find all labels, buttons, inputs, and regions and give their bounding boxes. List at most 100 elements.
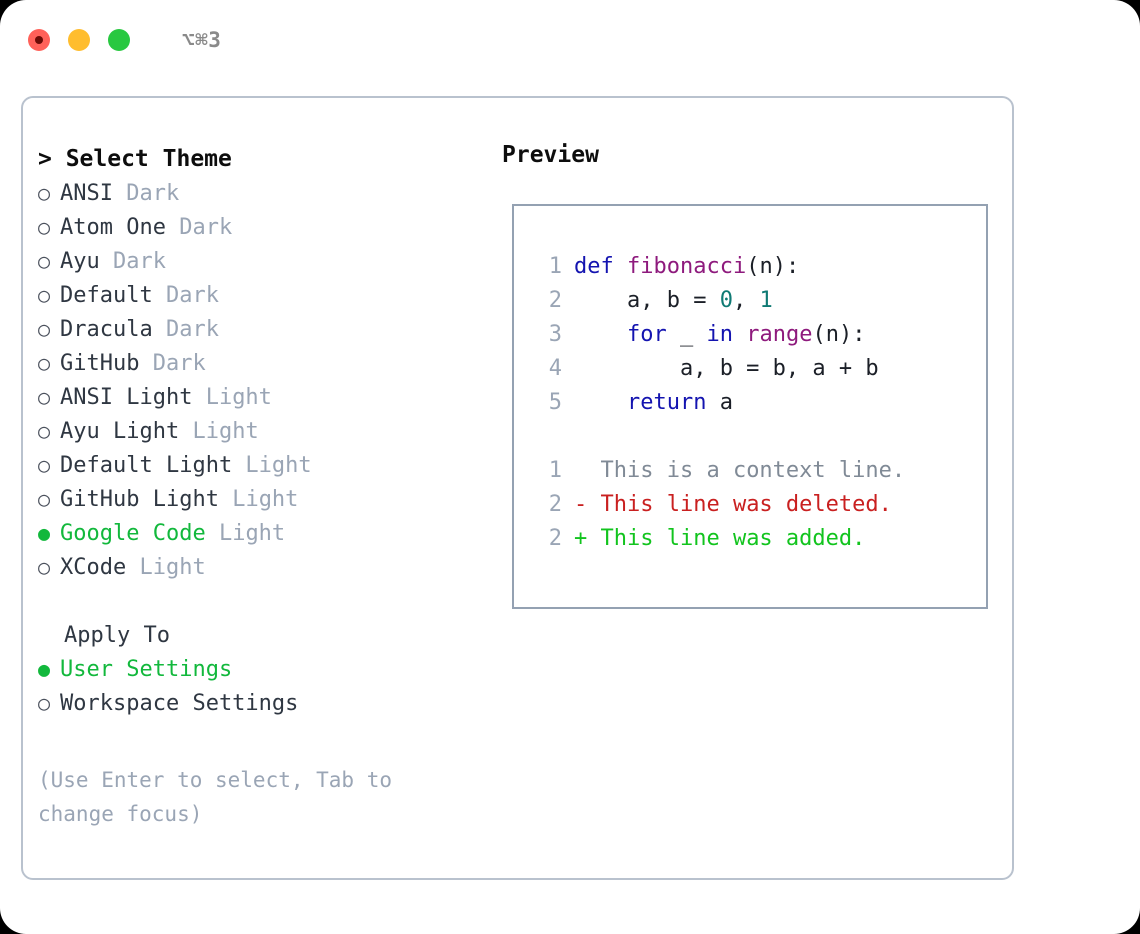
preview-column: Preview xyxy=(502,142,599,168)
theme-name: Default Light xyxy=(60,452,233,478)
code-token xyxy=(733,322,746,347)
code-token: range xyxy=(746,322,813,347)
list-spacer xyxy=(38,584,478,618)
code-token: a, b = xyxy=(574,288,720,313)
line-number: 2 xyxy=(548,526,562,551)
code-token: a, b = b, a + b xyxy=(574,356,879,381)
apply-to-label: User Settings xyxy=(60,656,233,682)
close-button[interactable] xyxy=(28,29,50,51)
theme-name: Ayu Light xyxy=(60,418,180,444)
theme-list-item[interactable]: ○Default Dark xyxy=(38,278,478,312)
line-number: 2 xyxy=(548,288,562,313)
code-token: return xyxy=(626,390,707,415)
theme-list-item[interactable]: ○Ayu Dark xyxy=(38,244,478,278)
keyboard-shortcut-label: ⌥⌘3 xyxy=(182,28,222,52)
code-token: a xyxy=(706,390,733,415)
theme-picker-column: > Select Theme ○ANSI Dark○Atom One Dark○… xyxy=(38,142,478,720)
theme-variant-label: Dark xyxy=(165,214,233,240)
code-token: , xyxy=(732,288,760,313)
theme-variant-label: Light xyxy=(192,384,272,410)
select-theme-header: > Select Theme xyxy=(38,146,232,172)
diff-text: This line was added. xyxy=(587,526,866,551)
maximize-button[interactable] xyxy=(108,29,130,51)
theme-name: GitHub Light xyxy=(60,486,219,512)
theme-list-item[interactable]: ○ XCode Light xyxy=(38,550,478,584)
theme-variant-label: Light xyxy=(179,418,259,444)
radio-selected-icon: ● xyxy=(38,657,51,681)
code-token: def xyxy=(574,254,627,279)
radio-unselected-icon: ○ xyxy=(38,283,51,307)
theme-list-item[interactable]: ○ ANSI Dark xyxy=(38,176,478,210)
theme-variant-label: Light xyxy=(218,486,299,512)
diff-line: 1 This is a context line. xyxy=(536,454,905,488)
code-token xyxy=(574,322,627,347)
code-diff-separator xyxy=(536,420,905,454)
code-token: (n): xyxy=(812,322,866,347)
code-line: 3 for _ in range(n): xyxy=(536,318,905,352)
line-number: 1 xyxy=(548,458,562,483)
preview-title: Preview xyxy=(502,142,599,168)
theme-list[interactable]: ○ ANSI Dark ○ Atom One Dark ○ Ayu Dark ○ Defaul… xyxy=(38,176,478,584)
theme-variant-label: Light xyxy=(232,452,312,478)
line-number: 1 xyxy=(548,254,562,279)
theme-variant-label: Light xyxy=(205,520,286,546)
apply-to-list[interactable]: ● User Settings ○ Workspace Settings xyxy=(38,652,478,720)
theme-name: ANSI Light xyxy=(60,384,193,410)
code-token: fibonacci xyxy=(626,254,747,279)
line-number: 5 xyxy=(548,390,562,415)
theme-list-item[interactable]: ○ GitHub Dark xyxy=(38,346,478,380)
theme-list-item[interactable]: ○ ANSI Light Light xyxy=(38,380,478,414)
radio-unselected-icon: ○ xyxy=(38,691,51,715)
code-token: in xyxy=(706,322,733,347)
diff-text: This line was deleted. xyxy=(587,492,892,517)
theme-name: Google Code xyxy=(60,520,206,546)
diff-line: 2 + This line was added. xyxy=(536,522,905,556)
theme-list-item[interactable]: ○ Atom One Dark xyxy=(38,210,478,244)
theme-name: Default xyxy=(60,282,153,308)
theme-name: Dracula xyxy=(60,316,153,342)
radio-unselected-icon: ○ xyxy=(38,419,51,443)
radio-unselected-icon: ○ xyxy=(38,351,51,375)
theme-list-item[interactable]: ● Google Code Light xyxy=(38,516,478,550)
diff-text: This is a context line. xyxy=(587,458,906,483)
radio-unselected-icon: ○ xyxy=(38,181,51,205)
minimize-button[interactable] xyxy=(68,29,90,51)
theme-variant-label: Dark xyxy=(139,350,206,376)
theme-name: Ayu xyxy=(60,248,100,274)
code-token: _ xyxy=(666,322,707,347)
theme-name: XCode xyxy=(60,554,127,580)
radio-unselected-icon: ○ xyxy=(38,487,51,511)
radio-unselected-icon: ○ xyxy=(38,555,51,579)
theme-variant-label: Light xyxy=(126,554,206,580)
radio-unselected-icon: ○ xyxy=(38,385,51,409)
theme-list-item[interactable]: ○Dracula Dark xyxy=(38,312,478,346)
theme-variant-label: Dark xyxy=(112,180,180,206)
apply-to-option[interactable]: ○ Workspace Settings xyxy=(38,686,478,720)
diff-marker xyxy=(574,458,587,483)
code-token: 0 xyxy=(719,288,733,313)
apply-to-label: Workspace Settings xyxy=(60,690,299,716)
code-token xyxy=(574,390,627,415)
theme-list-item[interactable]: ○ Ayu Light Light xyxy=(38,414,478,448)
code-line: 2 a, b = 0, 1 xyxy=(536,284,905,318)
radio-unselected-icon: ○ xyxy=(38,317,51,341)
diff-marker: + xyxy=(574,526,588,551)
theme-list-item[interactable]: ○ GitHub Light Light xyxy=(38,482,478,516)
line-number: 2 xyxy=(548,492,562,517)
diff-line: 2- This line was deleted. xyxy=(536,488,905,522)
theme-list-item[interactable]: ○ Default Light Light xyxy=(38,448,478,482)
radio-selected-icon: ● xyxy=(38,521,51,545)
theme-name: ANSI xyxy=(60,180,113,206)
theme-name: Atom One xyxy=(60,214,166,240)
radio-unselected-icon: ○ xyxy=(38,453,51,477)
radio-unselected-icon: ○ xyxy=(38,215,51,239)
apply-to-option[interactable]: ● User Settings xyxy=(38,652,478,686)
theme-name: GitHub xyxy=(60,350,140,376)
radio-unselected-icon: ○ xyxy=(38,249,51,273)
code-token: for xyxy=(626,322,667,347)
apply-to-header: Apply To xyxy=(64,622,170,648)
